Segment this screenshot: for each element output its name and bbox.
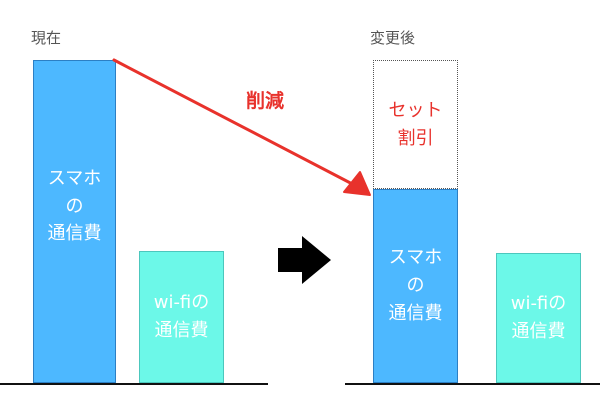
before-wifi-line-2: 通信費 — [154, 320, 209, 341]
discount-box: セット 割引 — [373, 60, 458, 189]
before-phone-line-2: の — [65, 195, 84, 217]
before-phone-bar: スマホ の 通信費 — [33, 60, 116, 383]
before-label: 現在 — [31, 29, 62, 47]
after-wifi-line-2: 通信費 — [511, 321, 566, 342]
before-wifi-line-1: wi-fiの — [153, 292, 210, 314]
discount-line-1: セット — [388, 99, 443, 121]
diagonal-arrow-icon — [112, 58, 371, 196]
after-phone-line-3: 通信費 — [388, 302, 443, 324]
after-phone-line-2: の — [406, 275, 425, 297]
after-phone-bar: スマホ の 通信費 — [373, 189, 458, 383]
before-phone-line-1: スマホ — [47, 167, 102, 189]
right-arrow-icon — [278, 236, 331, 284]
after-baseline — [345, 383, 600, 385]
before-baseline — [0, 383, 268, 385]
before-phone-line-3: 通信費 — [47, 223, 102, 245]
discount-line-2: 割引 — [397, 127, 434, 149]
before-wifi-bar: wi-fiの 通信費 — [139, 251, 224, 383]
after-label: 変更後 — [370, 29, 416, 47]
after-phone-line-1: スマホ — [388, 247, 443, 269]
reduction-label: 削減 — [246, 90, 285, 112]
after-wifi-line-1: wi-fiの — [510, 293, 567, 315]
after-wifi-bar: wi-fiの 通信費 — [496, 253, 581, 383]
